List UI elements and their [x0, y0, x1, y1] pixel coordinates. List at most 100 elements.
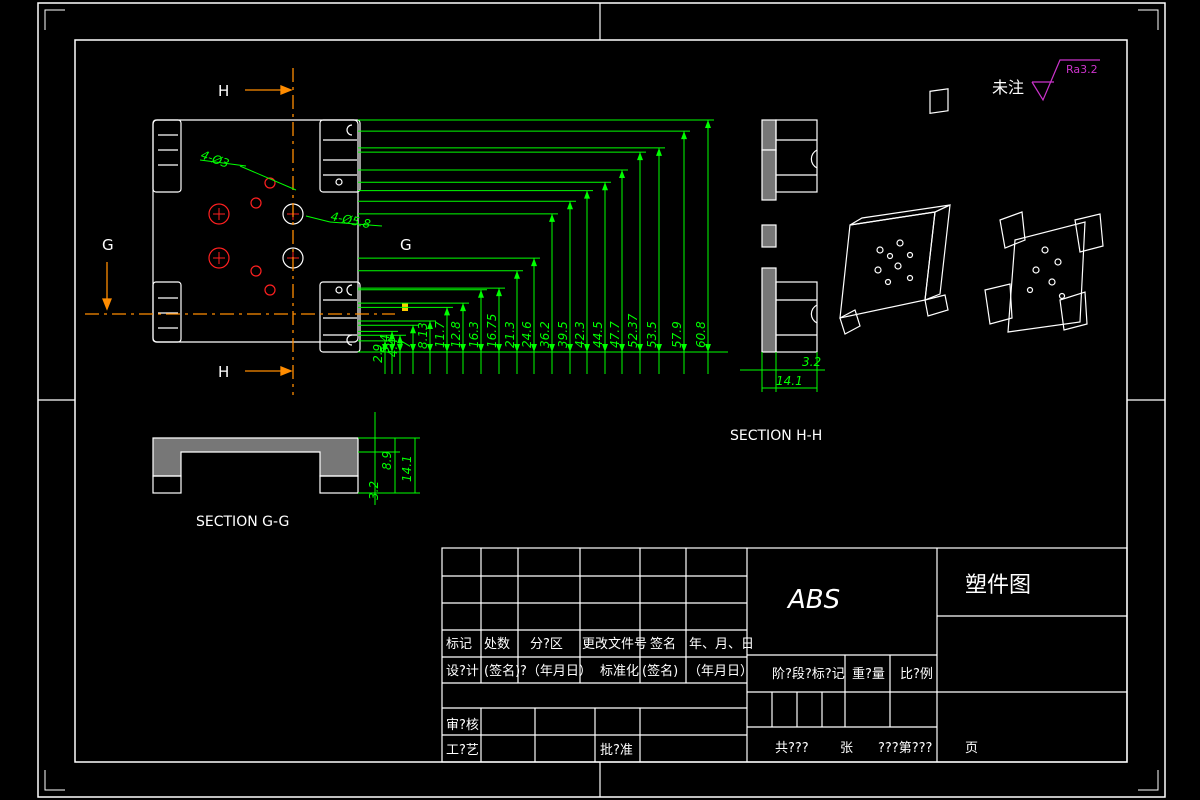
dimension-value: 47.7: [608, 321, 622, 348]
dimension-value: 16.3: [467, 321, 481, 348]
dimension-arrow: [705, 120, 711, 128]
dimension-arrow: [602, 182, 608, 191]
dimension-arrow: [389, 344, 395, 352]
section-gg-view: [152, 437, 359, 494]
gg-dim-1: 8.9: [380, 451, 394, 470]
page-unit: 页: [965, 741, 978, 756]
sheet-number: ???第???: [878, 741, 932, 756]
section-gg-dims: [358, 412, 420, 505]
dimension-arrow: [427, 320, 433, 329]
dimension-arrow: [460, 344, 466, 352]
dimension-arrow: [619, 169, 625, 178]
dimension-arrow: [681, 344, 687, 352]
dimension-value: 57.9: [670, 321, 684, 348]
roughness-note: 未注: [992, 78, 1024, 97]
dimension-value: 5.4: [378, 334, 392, 353]
material-label: ABS: [786, 585, 840, 615]
design-row-4: (签名): [642, 663, 678, 679]
rev-header-0: 标记: [446, 637, 472, 652]
dimension-arrow: [602, 344, 608, 352]
dimension-value: 36.2: [538, 321, 552, 348]
dimension-arrow: [427, 344, 433, 352]
design-row-1: (签名): [484, 663, 520, 679]
dimension-arrow: [531, 258, 537, 267]
cut-label-g-left: G: [102, 236, 114, 254]
dimension-arrow: [444, 307, 450, 316]
dimension-value: 24.6: [520, 321, 534, 348]
rev-header-4: 签名: [650, 636, 676, 652]
design-row-3: 标准化: [600, 664, 639, 679]
gg-dim-2: 14.1: [400, 455, 414, 482]
dimension-arrow: [444, 344, 450, 352]
dimension-arrow: [478, 289, 484, 298]
design-row-5: （年月日）: [688, 664, 753, 679]
section-hh-label: SECTION H-H: [730, 428, 822, 444]
scale-label: 比?例: [900, 667, 933, 682]
dimension-arrow: [656, 147, 662, 156]
dimension-arrow: [496, 288, 502, 297]
dimension-value: 12.8: [449, 321, 463, 348]
rev-header-5: 年、月、日: [689, 637, 754, 652]
isometric-view-2: [984, 211, 1104, 333]
dimension-value: 11.7: [433, 321, 447, 348]
sheets-total: 共???: [775, 741, 809, 756]
review-label: 审?核: [446, 718, 479, 733]
dimension-value: 8.13: [416, 322, 430, 349]
corner-marks: [44, 9, 1159, 791]
cut-label-h-top: H: [218, 82, 229, 100]
drawing-name: 塑件图: [965, 573, 1031, 598]
hole-callout-leaders: [199, 159, 383, 227]
dimension-value: 21.3: [503, 321, 517, 348]
dimension-arrow: [496, 344, 502, 352]
dimension-arrow: [410, 344, 416, 352]
rev-header-2: 分?区: [530, 637, 563, 652]
dimension-arrow: [531, 344, 537, 352]
dimension-arrow: [637, 152, 643, 161]
rev-header-1: 处数: [484, 637, 510, 652]
dimension-value: 44.5: [591, 321, 605, 348]
rev-header-3: 更改文件号: [582, 637, 647, 652]
section-hh-view: [761, 119, 818, 353]
roughness-symbol: 未注 Ra3.2: [992, 59, 1100, 102]
dimension-arrow: [410, 325, 416, 334]
hole-callout-large: 4-Ø5.8: [329, 209, 372, 231]
section-hh-dims: [740, 352, 825, 392]
dimension-arrow: [549, 213, 555, 222]
weight-label: 重?量: [852, 666, 885, 682]
cut-label-g-right: G: [400, 236, 412, 254]
dimension-arrow: [567, 344, 573, 352]
design-row-2: ?（年月日）: [520, 664, 592, 679]
dimension-value: 60.8: [694, 321, 708, 348]
dimension-value: 42.3: [573, 321, 587, 348]
dimension-value: 53.5: [645, 321, 659, 348]
dimension-value: 2.9: [371, 344, 385, 363]
dimension-value: 52.37: [626, 313, 640, 348]
hh-dim-0: 3.2: [802, 355, 821, 369]
dimension-arrow: [514, 344, 520, 352]
process-label: 工?艺: [446, 743, 479, 758]
dimension-arrow: [567, 201, 573, 210]
dimension-arrow: [584, 190, 590, 199]
cut-label-h-bottom: H: [218, 363, 229, 381]
dimension-arrow: [397, 335, 403, 344]
dimension-arrow: [705, 344, 711, 352]
dimension-arrow: [460, 303, 466, 312]
dimension-arrow: [681, 131, 687, 140]
dimension-arrow: [478, 344, 484, 352]
main-view: [152, 119, 408, 353]
dimension-arrow: [656, 344, 662, 352]
dimension-arrow: [637, 344, 643, 352]
gg-dim-0: 3.2: [367, 481, 381, 500]
cut-lines: [85, 68, 395, 395]
isometric-view-1: [839, 88, 951, 335]
dimension-arrow: [397, 344, 403, 352]
stage-mark-label: 阶?段?标?记: [772, 667, 845, 682]
dimension-arrow: [382, 344, 388, 352]
dimension-value: 16.75: [485, 314, 499, 348]
roughness-value: Ra3.2: [1066, 63, 1098, 76]
title-block-grid: [441, 547, 1128, 763]
section-gg-label: SECTION G-G: [196, 514, 289, 530]
design-row-0: 设?计: [446, 664, 479, 679]
